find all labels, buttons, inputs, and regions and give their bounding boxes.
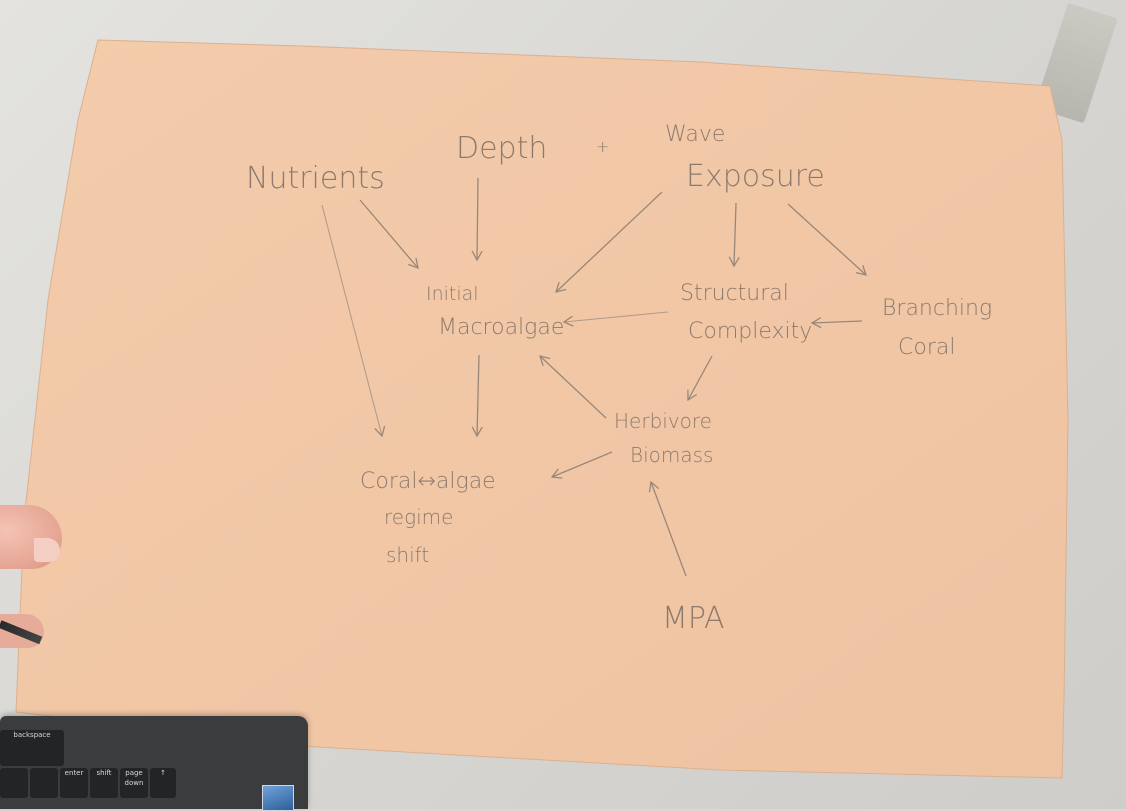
- key-backspace: backspace: [0, 730, 64, 766]
- node-initial-line1: Initial: [426, 283, 479, 305]
- arrow-wave-to-branching: [787, 203, 867, 276]
- node-mpa: MPA: [662, 601, 725, 636]
- arrow-wave-to-macroalgae: [555, 191, 663, 293]
- arrow-nutrients-to-regime-shift: [321, 204, 386, 438]
- node-herbivore-line2: Biomass: [630, 443, 713, 467]
- diagram-arrows: [321, 177, 867, 577]
- key-blank-1: [30, 768, 58, 798]
- hardware-sticker: [262, 785, 294, 811]
- node-regime-line3: shift: [386, 543, 429, 567]
- arrow-mpa-to-herbivore: [648, 480, 687, 577]
- paper-shape: [15, 39, 1069, 779]
- arrow-structural-to-herbivore: [687, 355, 713, 402]
- arrow-depth-to-macroalgae: [471, 177, 483, 262]
- key-blank-2: [0, 768, 28, 798]
- arrow-nutrients-to-macroalgae: [359, 199, 419, 270]
- arrow-macroalgae-to-regime-shift: [471, 354, 483, 438]
- node-herbivore-line1: Herbivore: [614, 409, 712, 433]
- node-structural-line1: Structural: [680, 281, 789, 306]
- node-wave-line1: Wave: [665, 122, 725, 147]
- keyboard: backspace enter shift page down ↑: [0, 716, 308, 809]
- node-depth: Depth: [456, 131, 547, 166]
- key-shift: shift: [90, 768, 118, 798]
- arrow-herbivore-to-macroalgae: [539, 355, 607, 419]
- key-enter: enter: [60, 768, 88, 798]
- node-wave-line2: Exposure: [686, 159, 825, 194]
- diagram-labels: Depth + Wave Exposure Nutrients Initial …: [246, 122, 992, 636]
- arrow-structural-to-macroalgae: [562, 311, 669, 327]
- node-regime-line2: regime: [384, 505, 453, 529]
- key-page-down: page down: [120, 768, 148, 798]
- node-initial-line2: Macroalgae: [438, 315, 564, 340]
- node-branching-line2: Coral: [898, 335, 955, 360]
- arrow-branching-to-structural: [810, 317, 863, 329]
- arrow-wave-to-structural: [728, 202, 740, 268]
- key-arrow-up: ↑: [150, 768, 176, 798]
- node-structural-line2: Complexity: [688, 319, 812, 344]
- plus-sign: +: [596, 137, 609, 156]
- node-regime-line1: Coral↔algae: [360, 469, 496, 494]
- node-nutrients: Nutrients: [246, 161, 385, 196]
- arrow-herbivore-to-regime-shift: [550, 451, 613, 479]
- fingernail: [34, 538, 60, 562]
- node-branching-line1: Branching: [882, 296, 992, 321]
